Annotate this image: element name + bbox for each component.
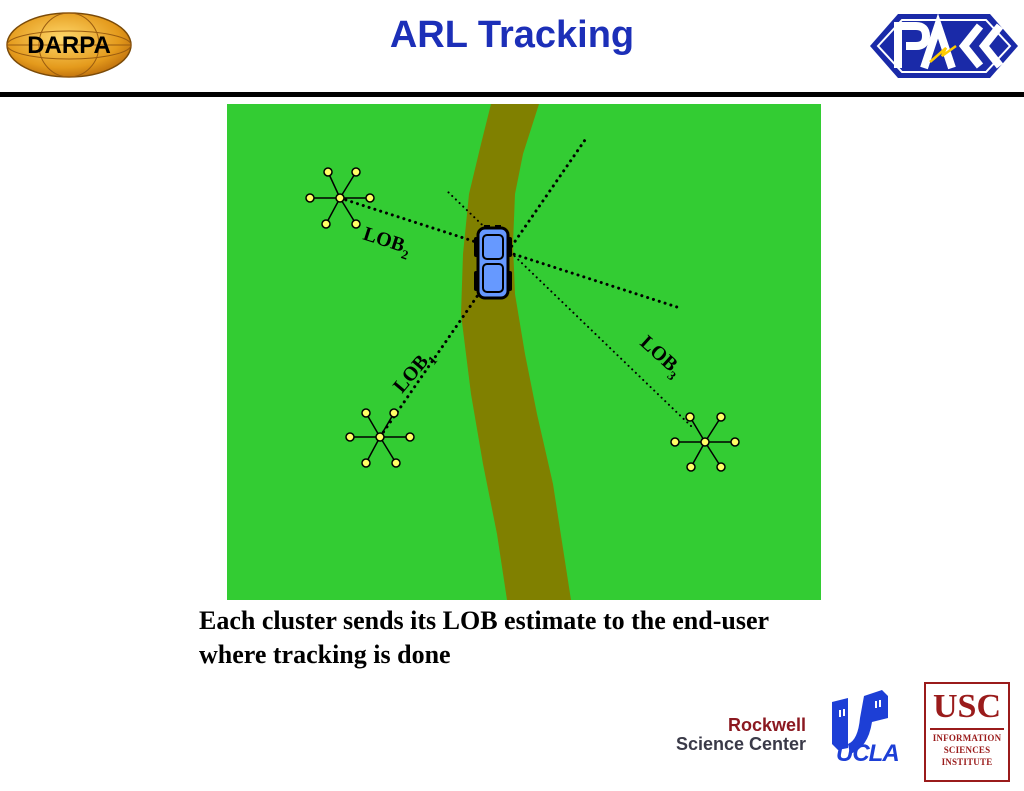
darpa-logo-text: DARPA: [27, 32, 111, 59]
usc-isi-logo: USC INFORMATION SCIENCES INSTITUTE: [924, 682, 1010, 782]
pacc-logo-icon: [870, 13, 1018, 78]
tracking-scene: LOB2 LOB1 LOB3: [227, 104, 821, 600]
lob1-line: [378, 138, 587, 439]
lob2-line: [338, 196, 682, 310]
lob-lines: [338, 138, 692, 439]
ucla-logo-text: UCLA: [836, 740, 900, 767]
header-divider: [0, 92, 1024, 97]
caption-line-1: Each cluster sends its LOB estimate to t…: [199, 606, 770, 635]
pacc-logo: [868, 12, 1020, 80]
rockwell-logo: Rockwell Science Center: [636, 716, 812, 756]
lob3-line: [445, 189, 692, 427]
page-title: ARL Tracking: [389, 14, 635, 56]
rockwell-logo-line-1: Rockwell: [727, 715, 806, 735]
caption-line-2: where tracking is done: [199, 640, 451, 669]
ucla-logo: UCLA: [828, 688, 914, 776]
rockwell-logo-line-2: Science Center: [675, 734, 806, 754]
darpa-globe-icon: [6, 12, 132, 78]
usc-logo-line-1: INFORMATION: [932, 733, 1002, 743]
vehicle-icon: [474, 225, 512, 300]
sensor-cluster-1: [345, 408, 415, 468]
usc-logo-line-3: INSTITUTE: [941, 757, 993, 767]
sensor-cluster-3: [670, 412, 740, 472]
darpa-logo: DARPA: [4, 10, 134, 80]
usc-logo-line-2: SCIENCES: [943, 745, 991, 755]
ucla-building-icon: [832, 690, 888, 754]
usc-logo-main: USC: [932, 688, 1002, 725]
sensor-cluster-2: [305, 167, 375, 229]
usc-logo-divider: [930, 728, 1004, 730]
slide-caption: Each cluster sends its LOB estimate to t…: [199, 604, 919, 672]
